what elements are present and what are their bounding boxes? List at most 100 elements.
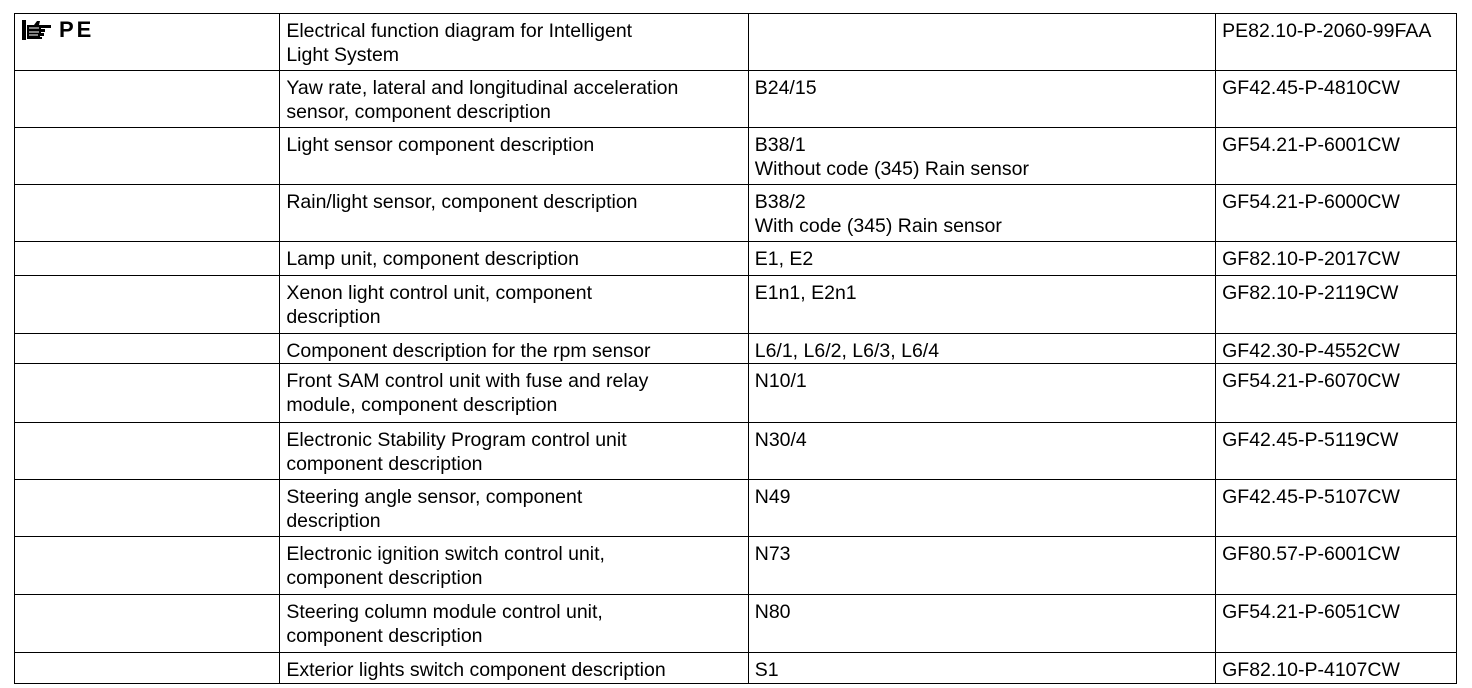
diagram-title-cell: Electrical function diagram for Intellig… <box>279 13 749 71</box>
component-line: E1n1, E2n1 <box>754 282 857 304</box>
description-line: component description <box>286 567 483 589</box>
description-line: Light sensor component description <box>286 134 595 156</box>
reference-code-cell[interactable]: GF80.57-P-6001CW <box>1215 536 1457 595</box>
empty-cell <box>13 184 281 242</box>
description-cell: Electronic ignition switch control unit,… <box>279 536 749 595</box>
empty-cell <box>13 70 281 128</box>
empty-cell <box>13 363 281 423</box>
empty-cell <box>13 127 281 185</box>
component-line: L6/1, L6/2, L6/3, L6/4 <box>754 340 940 362</box>
empty-cell <box>747 13 1217 71</box>
component-cell: N49 <box>747 479 1217 537</box>
component-line: Without code (345) Rain sensor <box>754 158 1029 180</box>
description-line: Steering angle sensor, component <box>286 486 583 508</box>
reference-code-cell[interactable]: GF42.30-P-4552CW <box>1215 333 1457 364</box>
empty-cell <box>13 479 281 537</box>
reference-code-cell[interactable]: GF54.21-P-6000CW <box>1215 184 1457 242</box>
description-cell: Front SAM control unit with fuse and rel… <box>279 363 749 423</box>
description-cell: Rain/light sensor, component description <box>279 184 749 242</box>
description-cell: Light sensor component description <box>279 127 749 185</box>
description-line: component description <box>286 453 483 475</box>
component-line: B24/15 <box>754 77 817 99</box>
table-row: Component description for the rpm sensor… <box>13 333 1457 364</box>
reference-sheet: PE Electrical function diagram for Intel… <box>13 13 1457 684</box>
description-line: module, component description <box>286 394 558 416</box>
component-cell: S1 <box>747 652 1217 684</box>
reference-code-cell[interactable]: GF82.10-P-2017CW <box>1215 241 1457 276</box>
component-line: N49 <box>754 486 791 508</box>
empty-cell <box>13 536 281 595</box>
reference-code-cell[interactable]: GF42.45-P-4810CW <box>1215 70 1457 128</box>
diagram-title-line: Light System <box>286 44 400 66</box>
table-row: Rain/light sensor, component description… <box>13 184 1457 242</box>
reference-code-cell[interactable]: GF82.10-P-2119CW <box>1215 275 1457 334</box>
table-row: Lamp unit, component description E1, E2 GF… <box>13 241 1457 276</box>
description-cell: Lamp unit, component description <box>279 241 749 276</box>
header-row: PE Electrical function diagram for Intel… <box>13 13 1457 71</box>
component-line: B38/1 <box>754 134 806 156</box>
component-line: S1 <box>754 659 779 681</box>
reference-code-cell[interactable]: GF54.21-P-6070CW <box>1215 363 1457 423</box>
component-cell: L6/1, L6/2, L6/3, L6/4 <box>747 333 1217 364</box>
description-cell: Exterior lights switch component descrip… <box>279 652 749 684</box>
description-line: Exterior lights switch component descrip… <box>286 659 666 681</box>
description-line: Electronic ignition switch control unit, <box>286 543 605 565</box>
table-row: Electronic ignition switch control unit,… <box>13 536 1457 595</box>
reference-table: PE Electrical function diagram for Intel… <box>13 13 1457 684</box>
description-line: Xenon light control unit, component <box>286 282 593 304</box>
description-line: Lamp unit, component description <box>286 248 579 270</box>
empty-cell <box>13 275 281 334</box>
description-line: Front SAM control unit with fuse and rel… <box>286 370 649 392</box>
reference-code-cell[interactable]: GF54.21-P-6051CW <box>1215 594 1457 653</box>
reference-code-cell[interactable]: GF54.21-P-6001CW <box>1215 127 1457 185</box>
component-cell: N30/4 <box>747 422 1217 480</box>
pe-label: PE <box>59 17 95 42</box>
table-row: Yaw rate, lateral and longitudinal accel… <box>13 70 1457 128</box>
description-line: Rain/light sensor, component description <box>286 191 638 213</box>
description-line: description <box>286 510 381 532</box>
description-cell: Yaw rate, lateral and longitudinal accel… <box>279 70 749 128</box>
component-cell: E1n1, E2n1 <box>747 275 1217 334</box>
empty-cell <box>13 594 281 653</box>
component-cell: E1, E2 <box>747 241 1217 276</box>
empty-cell <box>13 422 281 480</box>
reference-code-cell[interactable]: GF42.45-P-5119CW <box>1215 422 1457 480</box>
description-cell: Steering column module control unit,comp… <box>279 594 749 653</box>
reference-code-cell[interactable]: GF42.45-P-5107CW <box>1215 479 1457 537</box>
table-row: Exterior lights switch component descrip… <box>13 652 1457 684</box>
reference-code-cell[interactable]: GF82.10-P-4107CW <box>1215 652 1457 684</box>
empty-cell <box>13 652 281 684</box>
pe-badge: PE <box>21 19 94 41</box>
component-cell: N80 <box>747 594 1217 653</box>
description-line: Steering column module control unit, <box>286 601 603 623</box>
component-line: B38/2 <box>754 191 806 213</box>
description-line: sensor, component description <box>286 101 551 123</box>
empty-cell <box>13 241 281 276</box>
table-row: Electronic Stability Program control uni… <box>13 422 1457 480</box>
table-row: Steering column module control unit,comp… <box>13 594 1457 653</box>
description-cell: Component description for the rpm sensor <box>279 333 749 364</box>
pointing-hand-icon <box>21 19 53 41</box>
description-line: Yaw rate, lateral and longitudinal accel… <box>286 77 679 99</box>
description-line: Component description for the rpm sensor <box>286 340 651 362</box>
component-line: E1, E2 <box>754 248 814 270</box>
component-line: N73 <box>754 543 791 565</box>
component-line: N80 <box>754 601 791 623</box>
diagram-code-cell[interactable]: PE82.10-P-2060-99FAA <box>1215 13 1457 71</box>
badge-cell: PE <box>13 13 281 71</box>
component-line: N30/4 <box>754 429 807 451</box>
component-line: N10/1 <box>754 370 807 392</box>
component-cell: N10/1 <box>747 363 1217 423</box>
component-cell: N73 <box>747 536 1217 595</box>
description-line: description <box>286 306 381 328</box>
component-cell: B24/15 <box>747 70 1217 128</box>
component-line: With code (345) Rain sensor <box>754 215 1002 237</box>
description-cell: Electronic Stability Program control uni… <box>279 422 749 480</box>
